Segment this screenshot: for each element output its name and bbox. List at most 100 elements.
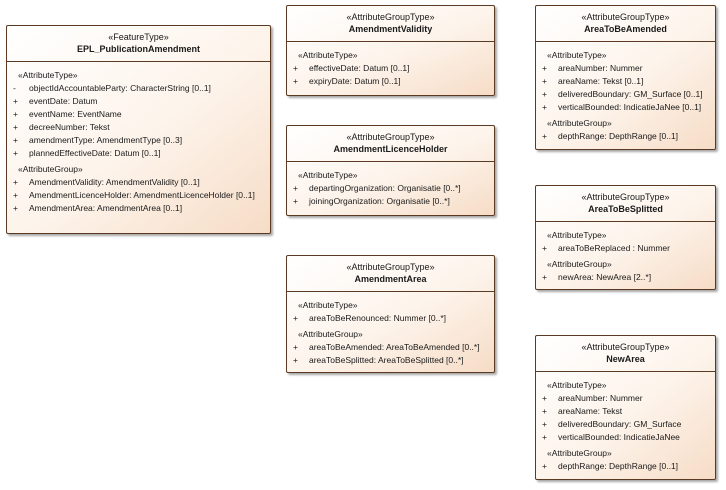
class-attributes: «AttributeType» +areaNumber: Nummer +are… — [536, 42, 715, 143]
class-name: EPL_PublicationAmendment — [76, 44, 201, 54]
attribute-text: verticalBounded: IndicatieJaNee [0..1] — [558, 102, 702, 112]
attribute-row: +areaNumber: Nummer — [536, 62, 715, 75]
class-divider — [7, 61, 270, 62]
class-box-area-to-be-amended[interactable]: «AttributeGroupType» AreaToBeAmended «At… — [535, 5, 716, 150]
class-name: AmendmentArea — [354, 274, 427, 284]
visibility-marker: - — [13, 83, 16, 93]
attribute-group-label: «AttributeType» — [298, 50, 358, 60]
visibility-marker: + — [542, 432, 547, 442]
visibility-marker: + — [293, 63, 298, 73]
attribute-row: +depthRange: DepthRange [0..1] — [536, 460, 715, 473]
class-stereotype: «AttributeGroupType» — [581, 12, 670, 22]
class-attributes: «AttributeType» + areaToBeReplaced : Numm… — [536, 222, 715, 284]
class-name: AmendmentLicenceHolder — [333, 144, 448, 154]
class-header: «AttributeGroupType» AmendmentLicenceHol… — [287, 126, 494, 155]
attribute-text: verticalBounded: IndicatieJaNee — [558, 432, 680, 442]
attribute-text: amendmentType: AmendmentType [0..3] — [29, 135, 183, 145]
attribute-row: +expiryDate: Datum [0..1] — [287, 75, 494, 88]
attribute-row: -objectIdAccountableParty: CharacterStri… — [7, 82, 270, 95]
attribute-text: areaName: Tekst [0..1] — [558, 76, 644, 86]
visibility-marker: + — [542, 89, 547, 99]
visibility-marker: + — [13, 177, 18, 187]
visibility-marker: + — [542, 461, 547, 471]
visibility-marker: + — [542, 76, 547, 86]
class-divider — [287, 41, 494, 42]
class-divider — [536, 371, 715, 372]
class-header: «AttributeGroupType» AreaToBeAmended — [536, 6, 715, 35]
visibility-marker: + — [13, 135, 18, 145]
attribute-row: + verticalBounded: IndicatieJaNee — [536, 431, 715, 444]
attribute-row: +areaToBeSplitted: AreaToBeSplitted [0..… — [287, 354, 494, 367]
attribute-row: +deliveredBoundary: GM_Surface [0..1] — [536, 88, 715, 101]
attribute-text: areaToBeReplaced : Nummer — [558, 243, 670, 253]
attribute-text: eventDate: Datum — [29, 96, 98, 106]
attribute-row: +departingOrganization: Organisatie [0..… — [287, 182, 494, 195]
attribute-text: newArea: NewArea [2..*] — [558, 272, 652, 282]
attribute-text: deliveredBoundary: GM_Surface — [558, 419, 682, 429]
attribute-group-label: «AttributeType» — [547, 380, 607, 390]
attribute-text: depthRange: DepthRange [0..1] — [558, 131, 679, 141]
attribute-row: +areaToBeAmended: AreaToBeAmended [0..*] — [287, 341, 494, 354]
class-attributes: «AttributeType» +departingOrganization: … — [287, 162, 494, 208]
class-attributes: «AttributeType» -objectIdAccountablePart… — [7, 62, 270, 215]
attribute-text: plannedEffectiveDate: Datum [0..1] — [29, 148, 161, 158]
attribute-row: + verticalBounded: IndicatieJaNee [0..1] — [536, 101, 715, 114]
visibility-marker: + — [542, 243, 547, 253]
visibility-marker: + — [293, 183, 298, 193]
class-box-area-to-be-splitted[interactable]: «AttributeGroupType» AreaToBeSplitted «A… — [535, 185, 716, 290]
attribute-text: areaToBeAmended: AreaToBeAmended [0..*] — [309, 342, 480, 352]
visibility-marker: + — [542, 419, 547, 429]
attribute-text: areaName: Tekst — [558, 406, 623, 416]
attribute-group-label: «AttributeGroup» — [298, 329, 363, 339]
attribute-text: AmendmentValidity: AmendmentValidity [0.… — [29, 177, 200, 187]
visibility-marker: + — [542, 131, 547, 141]
class-attributes: «AttributeType» +areaNumber: Nummer +are… — [536, 372, 715, 473]
class-name: AreaToBeSplitted — [588, 204, 663, 214]
attribute-group-label: «AttributeType» — [298, 300, 358, 310]
attribute-text: areaToBeSplitted: AreaToBeSplitted [0..*… — [309, 355, 464, 365]
attribute-row: + areaName: Tekst — [536, 405, 715, 418]
visibility-marker: + — [293, 76, 298, 86]
attribute-text: areaToBeRenounced: Nummer [0..*] — [309, 313, 447, 323]
attribute-text: decreeNumber: Tekst — [29, 122, 110, 132]
attribute-row: + amendmentType: AmendmentType [0..3] — [7, 134, 270, 147]
attribute-row: +eventDate: Datum — [7, 95, 270, 108]
attribute-group-label: «AttributeType» — [547, 230, 607, 240]
attribute-group-label: «AttributeGroup» — [547, 118, 612, 128]
attribute-row: +AmendmentArea: AmendmentArea [0..1] — [7, 202, 270, 215]
class-stereotype: «AttributeGroupType» — [346, 12, 435, 22]
attribute-row: + areaToBeReplaced : Nummer — [536, 242, 715, 255]
class-box-new-area[interactable]: «AttributeGroupType» NewArea «AttributeT… — [535, 335, 716, 480]
attribute-group-label: «AttributeGroup» — [18, 164, 83, 174]
attribute-row: + deliveredBoundary: GM_Surface — [536, 418, 715, 431]
class-header: «AttributeGroupType» AreaToBeSplitted — [536, 186, 715, 215]
class-header: «FeatureType» EPL_PublicationAmendment — [7, 26, 270, 55]
attribute-group-label: «AttributeGroup» — [547, 259, 612, 269]
visibility-marker: + — [13, 122, 18, 132]
attribute-row: + decreeNumber: Tekst — [7, 121, 270, 134]
class-divider — [287, 161, 494, 162]
class-header: «AttributeGroupType» AmendmentArea — [287, 256, 494, 285]
visibility-marker: + — [293, 313, 298, 323]
attribute-row: + effectiveDate: Datum [0..1] — [287, 62, 494, 75]
class-stereotype: «AttributeGroupType» — [581, 342, 670, 352]
attribute-row: +eventName: EventName — [7, 108, 270, 121]
class-stereotype: «AttributeGroupType» — [346, 132, 435, 142]
class-box-amendment-area[interactable]: «AttributeGroupType» AmendmentArea «Attr… — [286, 255, 495, 373]
visibility-marker: + — [542, 406, 547, 416]
attribute-row: +joiningOrganization: Organisatie [0..*] — [287, 195, 494, 208]
class-box-epl-publication-amendment[interactable]: «FeatureType» EPL_PublicationAmendment «… — [6, 25, 271, 234]
attribute-group-label: «AttributeGroup» — [547, 448, 612, 458]
attribute-group-label: «AttributeType» — [18, 70, 78, 80]
class-box-amendment-validity[interactable]: «AttributeGroupType» AmendmentValidity «… — [286, 5, 495, 96]
attribute-row: +newArea: NewArea [2..*] — [536, 271, 715, 284]
attribute-row: + areaToBeRenounced: Nummer [0..*] — [287, 312, 494, 325]
attribute-text: joiningOrganization: Organisatie [0..*] — [309, 196, 450, 206]
attribute-text: effectiveDate: Datum [0..1] — [309, 63, 410, 73]
class-box-amendment-licence-holder[interactable]: «AttributeGroupType» AmendmentLicenceHol… — [286, 125, 495, 216]
visibility-marker: + — [542, 393, 547, 403]
class-stereotype: «AttributeGroupType» — [581, 192, 670, 202]
visibility-marker: + — [542, 102, 547, 112]
attribute-row: + AmendmentValidity: AmendmentValidity [0… — [7, 176, 270, 189]
attribute-row: +AmendmentLicenceHolder: AmendmentLicenc… — [7, 189, 270, 202]
